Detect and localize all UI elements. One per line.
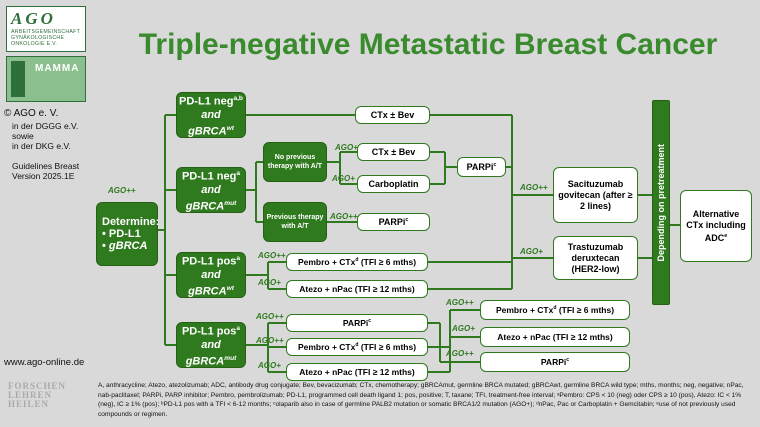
forschen-lehren-heilen: FORSCHEN LEHREN HEILEN	[8, 381, 67, 409]
tag-agopp: AGO++	[446, 298, 474, 307]
tag-agopp: AGO++	[446, 349, 474, 358]
previous-therapy-node[interactable]: Previous therapy with A/T	[263, 202, 327, 242]
tag-agop: AGO+	[258, 278, 281, 287]
ago-logo-text: AGO	[11, 9, 56, 28]
tag-agopp: AGO++	[335, 143, 363, 152]
pembro-ctx-box[interactable]: Pembro + CTxd (TFI ≥ 6 mths)	[286, 253, 428, 271]
tag-agopp: AGO++	[108, 186, 136, 195]
no-previous-therapy-node[interactable]: No previous therapy with A/T	[263, 142, 327, 182]
sacituzumab-box[interactable]: Sacituzumab govitecan (after ≥ 2 lines)	[553, 167, 638, 223]
guidelines-text: Guidelines Breast	[12, 161, 80, 171]
dggg-text: in der DGGG e.V.	[12, 121, 79, 131]
pdl1-pos-mut-node[interactable]: PD-L1 posa and gBRCAmut	[176, 322, 246, 368]
dkg-text: in der DKG e.V.	[12, 141, 71, 151]
determine-node[interactable]: Determine: • PD-L1 • gBRCA	[96, 202, 159, 266]
tag-agopp: AGO++	[258, 251, 286, 260]
ctx-bev-box[interactable]: CTx ± Bev	[357, 143, 430, 161]
tag-agopp: AGO++	[520, 183, 548, 192]
ago-logo-subtitle: ARBEITSGEMEINSCHAFT GYNÄKOLOGISCHE ONKOL…	[11, 29, 81, 47]
sowie-text: sowie	[12, 131, 34, 141]
website-link[interactable]: www.ago-online.de	[4, 357, 85, 368]
tag-agop: AGO+	[258, 361, 281, 370]
pembro-ctx-box[interactable]: Pembro + CTxd (TFI ≥ 6 mths)	[286, 338, 428, 356]
alternative-ctx-box[interactable]: Alternative CTx including ADCe	[680, 190, 752, 262]
pdl1-pos-wt-node[interactable]: PD-L1 posa and gBRCAwt	[176, 252, 246, 298]
carboplatin-box[interactable]: Carboplatin	[357, 175, 430, 193]
parpi-box[interactable]: PARPic	[457, 157, 506, 177]
copyright-ago: © AGO e. V.	[4, 108, 59, 119]
mamma-logo-text: MAMMA	[35, 63, 80, 74]
trastuzumab-box[interactable]: Trastuzumab deruxtecan (HER2-low)	[553, 236, 638, 280]
parpi-box[interactable]: PARPic	[480, 352, 630, 372]
atezo-npac-box[interactable]: Atezo + nPac (TFI ≥ 12 mths)	[480, 327, 630, 347]
version-text: Version 2025.1E	[12, 171, 75, 181]
tag-agopp: AGO++	[330, 212, 358, 221]
pembro-ctx-box[interactable]: Pembro + CTxd (TFI ≥ 6 mths)	[480, 300, 630, 320]
tag-agop: AGO+	[520, 247, 543, 256]
tag-agop: AGO+	[332, 174, 355, 183]
depending-on-pretreatment-bar: Depending on pretreatment	[652, 100, 670, 305]
tag-agopp: AGO++	[256, 312, 284, 321]
atezo-npac-box[interactable]: Atezo + nPac (TFI ≥ 12 mths)	[286, 280, 428, 298]
atezo-npac-box[interactable]: Atezo + nPac (TFI ≥ 12 mths)	[286, 363, 428, 381]
footnote: A, anthracycline; Atezo, atezolizumab; A…	[98, 382, 744, 418]
parpi-box[interactable]: PARPic	[286, 314, 428, 332]
mamma-logo: MAMMA	[6, 56, 86, 102]
tag-agopp: AGO++	[256, 336, 284, 345]
ago-logo: AGO ARBEITSGEMEINSCHAFT GYNÄKOLOGISCHE O…	[6, 6, 86, 52]
ctx-bev-box[interactable]: CTx ± Bev	[355, 106, 430, 124]
page-title: Triple-negative Metastatic Breast Cancer	[138, 28, 718, 61]
tag-agop: AGO+	[452, 324, 475, 333]
parpi-box[interactable]: PARPic	[357, 213, 430, 231]
sidebar: AGO ARBEITSGEMEINSCHAFT GYNÄKOLOGISCHE O…	[0, 0, 96, 427]
pdl1-neg-wt-node[interactable]: PD-L1 nega,b and gBRCAwt	[176, 92, 246, 138]
pdl1-neg-mut-node[interactable]: PD-L1 nega and gBRCAmut	[176, 167, 246, 213]
